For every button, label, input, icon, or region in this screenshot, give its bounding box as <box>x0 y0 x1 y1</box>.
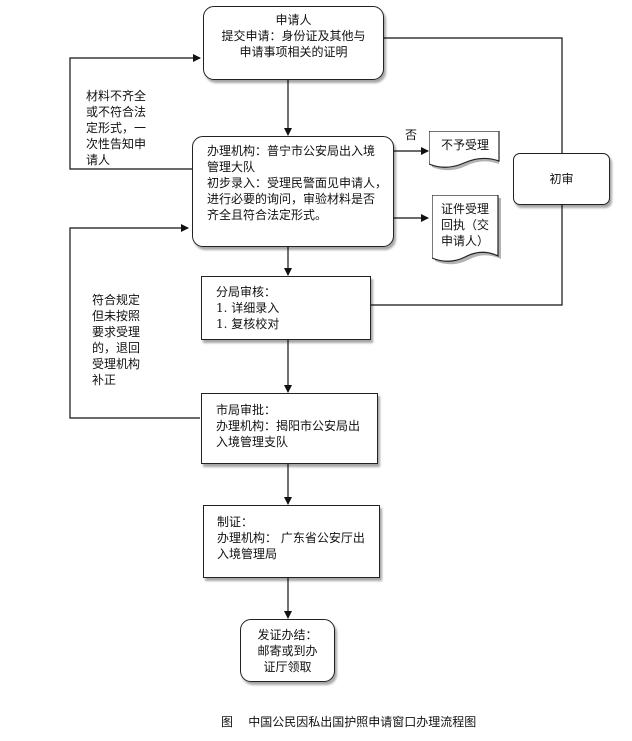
production-line-1: 制证： <box>217 515 254 529</box>
branch-review-line-2: 1. 详细录入 <box>216 301 280 315</box>
office-line-5: 齐全且符合法定形式。 <box>207 208 328 222</box>
office-line-2: 管理大队 <box>207 160 256 174</box>
city-approval-line-2: 办理机构：揭阳市公安局出 <box>216 419 361 433</box>
issuance-line-2: 邮寄或到办 <box>257 644 318 658</box>
node-office: 办理机构：普宁市公安局出入境 管理大队 初步录入：受理民警面见申请人， 进行必要… <box>192 136 394 247</box>
node-city-approval: 市局审批： 办理机构：揭阳市公安局出 入境管理支队 <box>201 393 378 464</box>
note-return-line-1: 符合规定 <box>92 293 141 307</box>
branch-review-line-1: 分局审核： <box>216 285 277 299</box>
node-issuance: 发证办结： 邮寄或到办 证厅领取 <box>240 619 335 682</box>
receipt-line-1: 证件受理 <box>441 202 490 216</box>
city-approval-line-1: 市局审批： <box>216 403 277 417</box>
node-initial-review: 初审 <box>513 153 610 205</box>
initial-review-line-top <box>384 37 563 153</box>
issuance-line-3: 证厅领取 <box>263 660 312 674</box>
note-return-line-5: 受理机构 <box>92 357 141 371</box>
loop-return-correction <box>69 224 200 419</box>
initial-review-label: 初审 <box>549 172 574 186</box>
receipt-line-3: 申请人） <box>441 234 490 248</box>
office-line-4: 进行必要的询问，审验材料是否 <box>207 192 376 206</box>
note-incomplete-materials: 材料不齐全 或不符合法 定形式，一 次性告知申 请人 <box>86 88 146 168</box>
initial-review-line-bottom <box>371 205 563 306</box>
applicant-line-2: 提交申请：身份证及其他与 <box>221 29 366 43</box>
office-line-3: 初步录入：受理民警面见申请人， <box>207 176 388 190</box>
applicant-line-1: 申请人 <box>275 13 312 27</box>
note-incomplete-line-3: 定形式，一 <box>86 121 147 135</box>
loop-incomplete <box>69 54 201 170</box>
receipt-line-2: 回执（交 <box>441 218 490 232</box>
not-accepted-label: 不予受理 <box>441 138 490 152</box>
node-branch-review: 分局审核： 1. 详细录入 1. 复核校对 <box>201 276 371 340</box>
office-line-1: 办理机构：普宁市公安局出入境 <box>207 144 376 158</box>
note-return-line-3: 要求受理 <box>92 325 141 339</box>
note-incomplete-line-4: 次性告知申 <box>86 137 147 151</box>
node-production: 制证： 办理机构： 广东省公安厅出 入境管理局 <box>203 505 380 578</box>
note-return-line-6: 补正 <box>92 373 117 387</box>
node-receipt: 证件受理 回执（交 申请人） <box>432 195 502 267</box>
note-incomplete-line-2: 或不符合法 <box>86 105 147 119</box>
node-not-accepted: 不予受理 <box>429 131 500 173</box>
note-return-line-4: 的，退回 <box>92 341 141 355</box>
note-return-line-2: 但未按照 <box>92 309 141 323</box>
no-label: 否 <box>405 128 418 142</box>
issuance-line-1: 发证办结： <box>257 628 318 642</box>
node-applicant: 申请人 提交申请：身份证及其他与 申请事项相关的证明 <box>203 6 384 80</box>
note-incomplete-line-5: 请人 <box>86 153 111 167</box>
note-return-for-correction: 符合规定 但未按照 要求受理 的，退回 受理机构 补正 <box>92 292 140 388</box>
branch-review-line-3: 1. 复核校对 <box>216 317 280 331</box>
city-approval-line-3: 入境管理支队 <box>216 435 289 449</box>
production-line-2: 办理机构： 广东省公安厅出 <box>217 531 365 545</box>
applicant-line-3: 申请事项相关的证明 <box>239 45 348 59</box>
production-line-3: 入境管理局 <box>217 547 278 561</box>
caption-text: 图 中国公民因私出国护照申请窗口办理流程图 <box>221 715 477 729</box>
note-incomplete-line-1: 材料不齐全 <box>86 89 147 103</box>
